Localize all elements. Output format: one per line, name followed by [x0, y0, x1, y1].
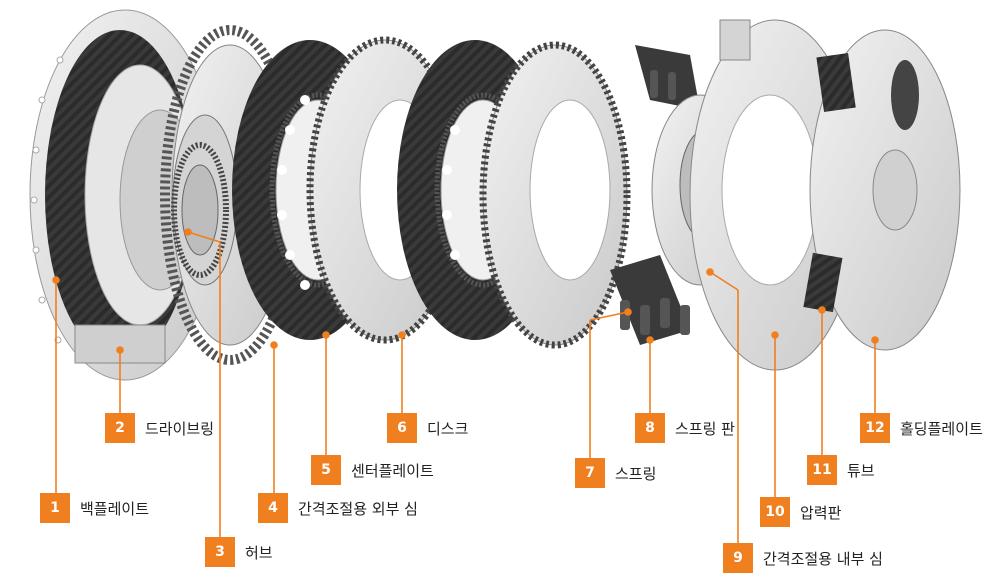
callout-label: 압력판: [800, 503, 842, 522]
callout-12: 12 홀딩플레이트: [860, 413, 983, 443]
callout-label: 스프링: [615, 464, 657, 483]
callout-3: 3 허브: [205, 537, 273, 567]
callout-11: 11 튜브: [807, 455, 875, 485]
callout-label: 간격조절용 내부 심: [763, 549, 883, 568]
callout-10: 10 압력판: [760, 497, 841, 527]
callout-6: 6 디스크: [387, 413, 468, 443]
callout-number: 4: [258, 493, 288, 523]
callout-label: 스프링 판: [675, 419, 735, 438]
holding-plate-part: [803, 29, 961, 351]
callout-label: 드라이브링: [145, 419, 215, 438]
callout-4: 4 간격조절용 외부 심: [258, 493, 418, 523]
callout-number: 3: [205, 537, 235, 567]
callout-8: 8 스프링 판: [635, 413, 735, 443]
callout-label: 디스크: [427, 419, 469, 438]
callout-label: 백플레이트: [80, 499, 150, 518]
callout-number: 7: [575, 458, 605, 488]
callout-1: 1 백플레이트: [40, 493, 149, 523]
callout-label: 간격조절용 외부 심: [298, 499, 418, 518]
callout-number: 5: [311, 455, 341, 485]
callout-number: 2: [105, 413, 135, 443]
callout-number: 1: [40, 493, 70, 523]
callout-9: 9 간격조절용 내부 심: [723, 543, 883, 573]
callout-number: 12: [860, 413, 890, 443]
leader-lines: [52, 228, 879, 543]
callout-number: 6: [387, 413, 417, 443]
callout-label: 튜브: [847, 461, 875, 480]
callout-5: 5 센터플레이트: [311, 455, 434, 485]
callout-number: 11: [807, 455, 837, 485]
callout-label: 허브: [245, 543, 273, 562]
callout-label: 센터플레이트: [351, 461, 434, 480]
disc-2-part: [479, 41, 631, 349]
callout-label: 홀딩플레이트: [900, 419, 983, 438]
callout-number: 10: [760, 497, 790, 527]
callout-2: 2 드라이브링: [105, 413, 214, 443]
callout-7: 7 스프링: [575, 458, 656, 488]
callout-number: 8: [635, 413, 665, 443]
callout-number: 9: [723, 543, 753, 573]
